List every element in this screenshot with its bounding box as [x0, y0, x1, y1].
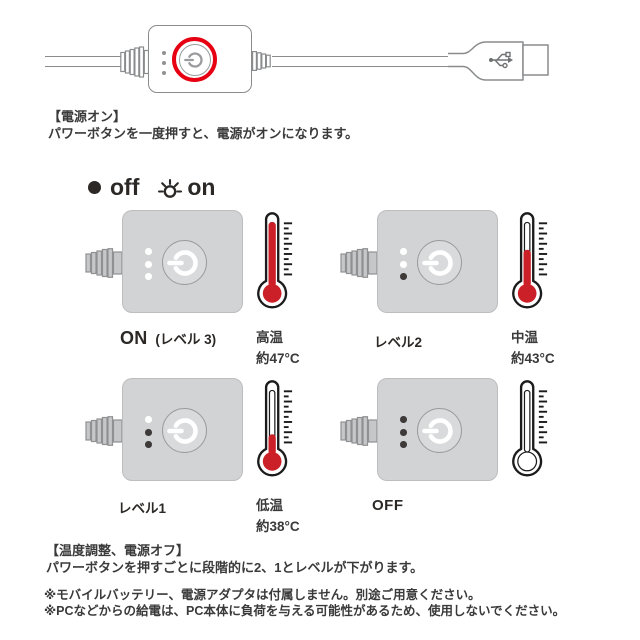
led-dot [145, 248, 152, 255]
led-legend: off on [88, 174, 215, 201]
led-dot [145, 261, 152, 268]
level-label: レベル1 [118, 501, 167, 516]
led-dot [145, 273, 152, 280]
power-icon [166, 249, 198, 276]
inline-controller [148, 25, 252, 93]
power-button [417, 240, 462, 285]
led-dot [400, 273, 407, 280]
section-temp-adjust: 【温度調整、電源オフ】 パワーボタンを押すごとに段階的に2、1とレベルが下がりま… [46, 543, 423, 576]
section-heading: 【電源オン】 [48, 109, 127, 124]
section-body: パワーボタンを押すごとに段階的に2、1とレベルが下がります。 [46, 559, 424, 575]
footnote: ※PCなどからの給電は、PC本体に負荷を与える可能性があるため、使用しないでくだ… [44, 604, 566, 618]
footnotes: ※モバイルバッテリー、電源アダプタは付属しません。別途ご用意ください。 ※PCな… [44, 587, 565, 619]
thermometer-icon [512, 212, 548, 309]
controller-body [122, 210, 243, 313]
led-dot [145, 416, 152, 423]
led-dot [400, 441, 407, 448]
usb-trident-icon [489, 51, 513, 69]
controller-body [377, 378, 498, 481]
thermometer-icon [257, 212, 293, 309]
power-icon [421, 417, 453, 444]
led-dot [400, 429, 407, 436]
temperature-label: 中温 約43°C [511, 330, 555, 366]
led-dot [145, 441, 152, 448]
strain-relief-right [252, 51, 271, 71]
temperature-label: 高温 約47°C [256, 330, 300, 366]
thermometer-icon [512, 380, 548, 477]
led-dot [162, 51, 166, 55]
power-icon [166, 417, 198, 444]
legend-off-label: off [110, 174, 140, 200]
section-power-on: 【電源オン】 パワーボタンを一度押すと、電源がオンになります。 [48, 109, 358, 142]
level-label: レベル2 [374, 335, 423, 350]
strain-relief-stub [340, 248, 377, 278]
power-button [417, 408, 462, 453]
power-button [162, 408, 207, 453]
led-off-icon [88, 181, 101, 194]
usb-a-plug [448, 41, 549, 81]
power-icon [421, 249, 453, 276]
section-heading: 【温度調整、電源オフ】 [46, 543, 190, 558]
level-label: ON (レベル 3) [120, 328, 217, 348]
strain-relief-stub [85, 416, 122, 446]
power-button [162, 240, 207, 285]
controller-body [377, 210, 498, 313]
controller-body [122, 378, 243, 481]
led-dot [400, 261, 407, 268]
thermometer-icon [257, 380, 293, 477]
power-icon [183, 51, 203, 68]
strain-relief-left [120, 46, 149, 78]
cable-left [45, 56, 121, 67]
led-on-icon [158, 178, 183, 198]
power-button [178, 43, 211, 76]
led-dot [400, 248, 407, 255]
power-button-highlight-ring [172, 37, 217, 82]
temperature-label: 低温 約38°C [256, 498, 300, 534]
cable-right [272, 56, 449, 67]
strain-relief-stub [340, 416, 377, 446]
section-body: パワーボタンを一度押すと、電源がオンになります。 [48, 125, 359, 141]
led-dot [145, 429, 152, 436]
led-dot [162, 71, 166, 75]
legend-on-label: on [187, 174, 216, 200]
level-label: OFF [372, 497, 404, 514]
led-dot [400, 416, 407, 423]
strain-relief-stub [85, 248, 122, 278]
footnote: ※モバイルバッテリー、電源アダプタは付属しません。別途ご用意ください。 [44, 588, 481, 602]
led-dot [162, 61, 166, 65]
